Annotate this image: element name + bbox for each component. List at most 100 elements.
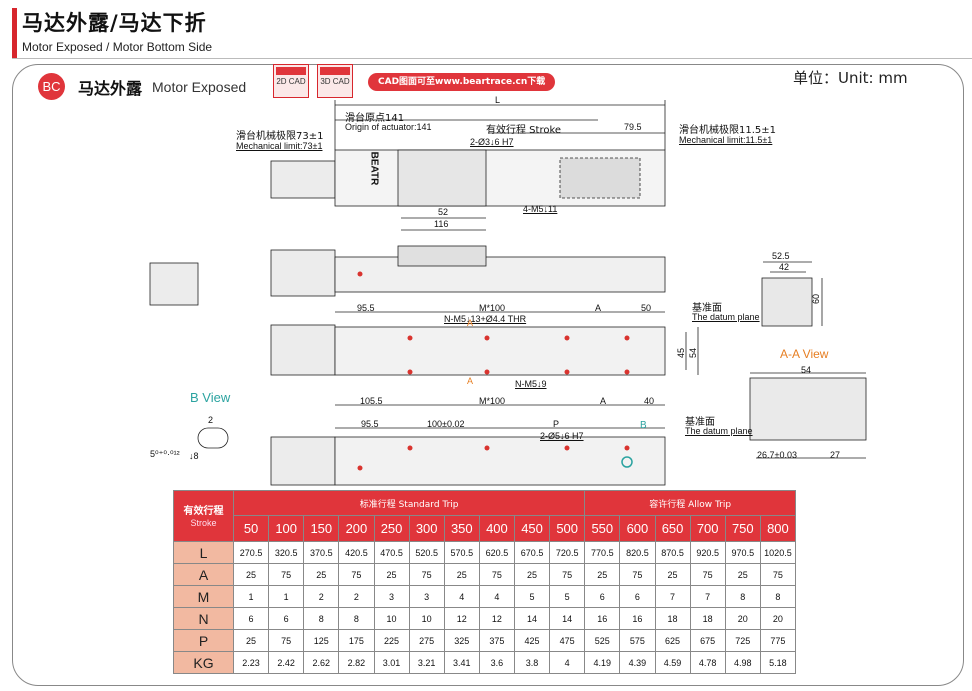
table-cell: 2.82 (338, 651, 375, 674)
datum-en: The datum plane (692, 312, 760, 322)
table-cell: 920.5 (689, 541, 726, 564)
table-cell: 775 (759, 629, 797, 652)
dim-100: 100±0.02 (427, 419, 465, 429)
table-cell: 75 (268, 629, 305, 652)
stroke-header: 200 (338, 515, 375, 542)
table-cell: 375 (478, 629, 516, 652)
table-cell: 820.5 (619, 541, 656, 564)
table-cell: 18 (654, 607, 691, 630)
table-cell: 325 (443, 629, 480, 652)
motor-end (149, 262, 199, 306)
table-cell: 1020.5 (759, 541, 797, 564)
stroke-header: 550 (584, 515, 621, 542)
header-divider (12, 58, 972, 59)
table-cell: 75 (268, 563, 305, 586)
table-cell: 75 (338, 563, 375, 586)
table-cell: 75 (408, 563, 445, 586)
allow-trip-header: 容许行程 Allow Trip (584, 490, 796, 516)
table-cell: 12 (443, 607, 480, 630)
dim-50: 50 (641, 303, 652, 313)
corner-en: Stroke (190, 517, 217, 528)
table-cell: 10 (408, 607, 445, 630)
table-cell: 25 (443, 563, 480, 586)
stroke-header: 150 (303, 515, 340, 542)
table-cell: 3.01 (373, 651, 410, 674)
table-cell: 25 (513, 563, 551, 586)
b-view-title: B View (190, 390, 231, 405)
section-badge: BC (38, 73, 65, 100)
standard-trip-header: 标准行程 Standard Trip (232, 490, 586, 516)
dim-79-5: 79.5 (624, 122, 642, 132)
table-cell: 75 (759, 563, 797, 586)
table-cell: 20 (724, 607, 761, 630)
b-marker: B (640, 420, 647, 431)
cad-2d-icon[interactable]: 2D CAD (273, 64, 309, 98)
table-cell: 1 (232, 585, 270, 608)
dim-m100-b: M*100 (479, 396, 506, 406)
table-cell: 625 (654, 629, 691, 652)
dim-60: 60 (811, 293, 822, 305)
dim-p: P (553, 419, 560, 429)
table-cell: 2 (303, 585, 340, 608)
row-label: L (173, 541, 234, 564)
brand-logo: BEATR (368, 151, 380, 186)
stroke-header: 700 (689, 515, 726, 542)
table-cell: 6 (268, 607, 305, 630)
table-cell: 75 (619, 563, 656, 586)
stroke-header: 100 (268, 515, 305, 542)
table-cell: 675 (689, 629, 726, 652)
dim-52: 52 (438, 207, 449, 217)
cad-3d-icon[interactable]: 3D CAD (317, 64, 353, 98)
table-cell: 75 (478, 563, 516, 586)
table-cell: 8 (724, 585, 761, 608)
table-cell: 275 (408, 629, 445, 652)
table-cell: 6 (619, 585, 656, 608)
table-cell: 575 (619, 629, 656, 652)
page-title: 马达外露/马达下折 (22, 11, 207, 35)
unit-label: 单位：Unit: mm (793, 69, 908, 87)
table-cell: 420.5 (338, 541, 375, 564)
table-cell: 16 (584, 607, 621, 630)
dim-116: 116 (434, 219, 449, 229)
body-side (334, 256, 666, 293)
table-cell: 270.5 (232, 541, 270, 564)
table-cell: 25 (584, 563, 621, 586)
dim-52-5: 52.5 (772, 251, 790, 261)
stroke-header: 800 (759, 515, 797, 542)
stroke-header: 400 (478, 515, 516, 542)
section-subtitle: Motor Exposed (152, 79, 247, 95)
table-cell: 4.39 (619, 651, 656, 674)
pin-holes-b-label: 2-Ø5↓6 H7 (540, 431, 584, 441)
stroke-header: 300 (408, 515, 445, 542)
cad-download-link[interactable]: CAD图面可至www.beartrace.cn下载 (368, 73, 556, 91)
dim-m100: M*100 (479, 303, 506, 313)
table-cell: 3.6 (478, 651, 516, 674)
thr-holes-label: N-M5↓13+Ø4.4 THR (444, 314, 527, 324)
stroke-header: 500 (549, 515, 586, 542)
dim-26-7: 26.7±0.03 (757, 450, 797, 460)
pin-holes-label: 2-Ø3↓6 H7 (470, 137, 514, 147)
datum-cn-b: 基准面 (685, 417, 715, 428)
row-label: N (173, 607, 234, 630)
table-cell: 225 (373, 629, 410, 652)
row-label: A (173, 563, 234, 586)
nm5-holes-label: N-M5↓9 (515, 379, 547, 389)
table-cell: 4.78 (689, 651, 726, 674)
table-cell: 720.5 (549, 541, 586, 564)
stroke-header: 650 (654, 515, 691, 542)
table-cell: 425 (513, 629, 551, 652)
section-title: 马达外露 (78, 79, 143, 98)
datum-en-b: The datum plane (685, 426, 753, 436)
table-cell: 4.59 (654, 651, 691, 674)
dim-8: ↓8 (189, 451, 199, 461)
table-cell: 970.5 (724, 541, 761, 564)
dim-54b: 54 (801, 365, 812, 375)
dim-40: 40 (644, 396, 655, 406)
